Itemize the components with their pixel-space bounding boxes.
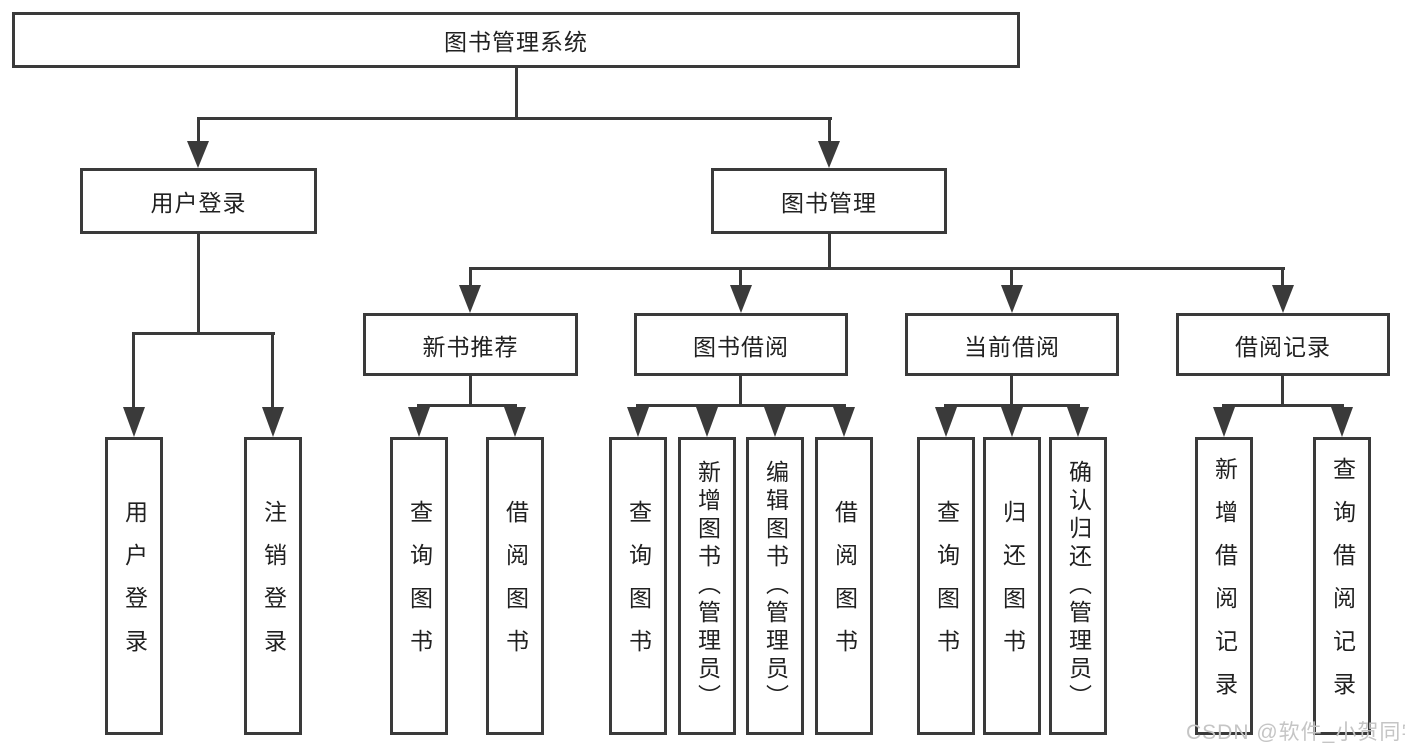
leaf-borrow-books-1-label: 借阅图书	[502, 500, 529, 672]
node-book-management-label: 图书管理	[781, 190, 877, 216]
leaf-logout-label: 注销登录	[260, 500, 287, 672]
arrow-down-icon	[1001, 407, 1023, 437]
connector-line	[197, 117, 832, 120]
leaf-query-borrow-record: 查询借阅记录	[1313, 437, 1371, 735]
node-current-borrow: 当前借阅	[905, 313, 1119, 376]
arrow-down-icon	[408, 407, 430, 437]
arrow-down-icon	[459, 285, 481, 313]
connector-line	[469, 376, 472, 407]
leaf-logout: 注销登录	[244, 437, 302, 735]
leaf-add-borrow-record: 新增借阅记录	[1195, 437, 1253, 735]
leaf-return-book-label: 归还图书	[999, 500, 1026, 672]
arrow-down-icon	[1331, 407, 1353, 437]
arrow-down-icon	[262, 407, 284, 437]
arrow-down-icon	[764, 407, 786, 437]
connector-line	[828, 117, 831, 143]
node-user-login-branch: 用户登录	[80, 168, 317, 234]
connector-line	[271, 332, 274, 409]
leaf-add-book-admin: 新增图书（管理员）	[678, 437, 736, 735]
leaf-query-books-1-label: 查询图书	[406, 500, 433, 672]
arrow-down-icon	[1067, 407, 1089, 437]
arrow-down-icon	[818, 141, 840, 168]
node-borrow-records-label: 借阅记录	[1235, 333, 1331, 360]
connector-line	[132, 332, 135, 409]
node-book-borrow-label: 图书借阅	[693, 333, 789, 360]
leaf-query-books-1: 查询图书	[390, 437, 448, 735]
node-new-book-recommend-label: 新书推荐	[422, 333, 519, 360]
connector-line	[417, 404, 517, 407]
arrow-down-icon	[696, 407, 718, 437]
watermark: CSDN @软件_小贺同学	[1186, 721, 1405, 744]
leaf-confirm-return-admin-label: 确认归还（管理员）	[1065, 460, 1092, 712]
arrow-down-icon	[1213, 407, 1235, 437]
leaf-query-books-3-label: 查询图书	[933, 500, 960, 672]
node-root: 图书管理系统	[12, 12, 1020, 68]
arrow-down-icon	[1272, 285, 1294, 313]
connector-line	[515, 68, 518, 118]
connector-line	[1010, 267, 1013, 287]
leaf-return-book: 归还图书	[983, 437, 1041, 735]
connector-line	[197, 234, 200, 334]
arrow-down-icon	[935, 407, 957, 437]
node-borrow-records: 借阅记录	[1176, 313, 1390, 376]
leaf-borrow-books-1: 借阅图书	[486, 437, 544, 735]
connector-line	[1010, 376, 1013, 407]
leaf-edit-book-admin: 编辑图书（管理员）	[746, 437, 804, 735]
leaf-query-books-2-label: 查询图书	[625, 500, 652, 672]
leaf-add-borrow-record-label: 新增借阅记录	[1211, 457, 1238, 715]
leaf-query-books-3: 查询图书	[917, 437, 975, 735]
leaf-borrow-books-2-label: 借阅图书	[831, 500, 858, 672]
connector-line	[944, 404, 1080, 407]
connector-line	[1281, 267, 1284, 287]
leaf-borrow-books-2: 借阅图书	[815, 437, 873, 735]
leaf-edit-book-admin-label: 编辑图书（管理员）	[762, 460, 789, 712]
connector-line	[469, 267, 472, 287]
arrow-down-icon	[730, 285, 752, 313]
arrow-down-icon	[187, 141, 209, 168]
node-current-borrow-label: 当前借阅	[964, 333, 1060, 360]
connector-line	[1222, 404, 1344, 407]
connector-line	[828, 234, 831, 269]
leaf-query-borrow-record-label: 查询借阅记录	[1329, 457, 1356, 715]
node-book-borrow: 图书借阅	[634, 313, 848, 376]
leaf-query-books-2: 查询图书	[609, 437, 667, 735]
leaf-user-login: 用户登录	[105, 437, 163, 735]
arrow-down-icon	[627, 407, 649, 437]
leaf-confirm-return-admin: 确认归还（管理员）	[1049, 437, 1107, 735]
connector-line	[1281, 376, 1284, 407]
connector-line	[739, 376, 742, 407]
node-book-management: 图书管理	[711, 168, 947, 234]
connector-line	[469, 267, 1285, 270]
arrow-down-icon	[1001, 285, 1023, 313]
connector-line	[197, 117, 200, 143]
arrow-down-icon	[833, 407, 855, 437]
leaf-user-login-label: 用户登录	[121, 500, 148, 672]
node-root-label: 图书管理系统	[444, 29, 588, 55]
arrow-down-icon	[123, 407, 145, 437]
node-user-login-branch-label: 用户登录	[150, 190, 247, 216]
connector-line	[636, 404, 846, 407]
connector-line	[739, 267, 742, 287]
arrow-down-icon	[504, 407, 526, 437]
leaf-add-book-admin-label: 新增图书（管理员）	[694, 460, 721, 712]
connector-line	[132, 332, 275, 335]
node-new-book-recommend: 新书推荐	[363, 313, 578, 376]
